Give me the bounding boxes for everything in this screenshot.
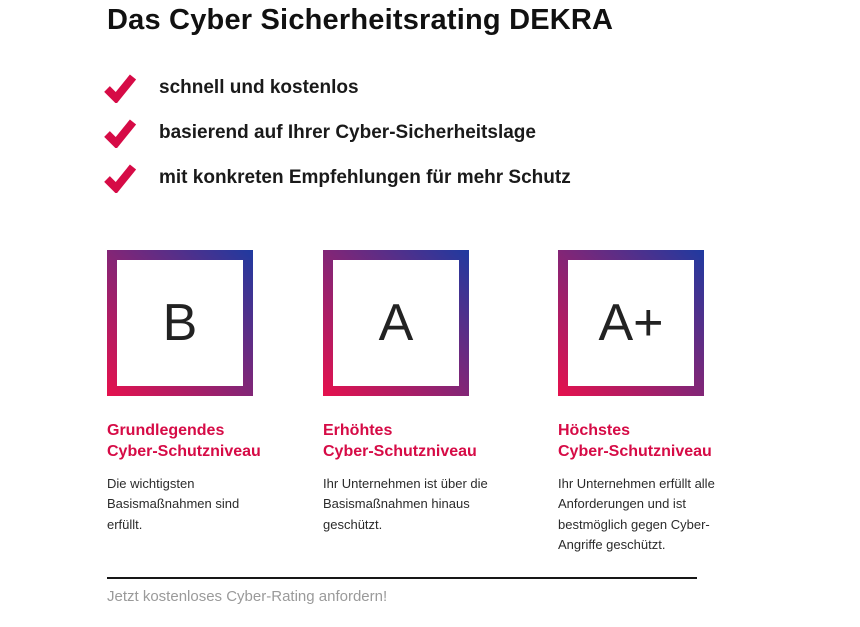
rating-card-label: Grundlegendes Cyber-Schutzniveau [107, 420, 307, 462]
rating-cards-row: B Grundlegendes Cyber-Schutzniveau Die w… [107, 250, 758, 555]
checklist-item-label: mit konkreten Empfehlungen für mehr Schu… [159, 166, 571, 188]
rating-label-line2: Cyber-Schutzniveau [107, 443, 261, 461]
rating-label-line1: Grundlegendes [107, 422, 225, 439]
checkmark-icon [104, 118, 136, 148]
checkmark-icon [104, 163, 136, 193]
rating-card-a-plus: A+ Höchstes Cyber-Schutzniveau Ihr Unter… [558, 250, 758, 555]
rating-card-label: Höchstes Cyber-Schutzniveau [558, 420, 758, 462]
grade-box-inner: A [333, 260, 459, 386]
grade-letter: A+ [598, 294, 664, 352]
checkmark-icon [104, 73, 136, 103]
rating-card-description: Ihr Unternehmen erfüllt alle Anforderung… [558, 476, 715, 552]
benefits-checklist: schnell und kostenlos basierend auf Ihre… [104, 72, 571, 193]
grade-box-inner: B [117, 260, 243, 386]
checklist-item-label: schnell und kostenlos [159, 76, 359, 98]
rating-label-line1: Höchstes [558, 422, 631, 439]
footer-divider [107, 577, 697, 579]
grade-box-gradient-frame: A [323, 250, 469, 396]
grade-letter: B [162, 294, 198, 352]
grade-box-inner: A+ [568, 260, 694, 386]
rating-label-line1: Erhöhtes [323, 422, 393, 439]
checklist-item: basierend auf Ihrer Cyber-Sicherheitslag… [104, 117, 571, 148]
rating-card-a: A Erhöhtes Cyber-Schutzniveau Ihr Untern… [323, 250, 523, 555]
rating-label-line2: Cyber-Schutzniveau [323, 443, 477, 461]
grade-letter: A [378, 294, 414, 352]
rating-card-label: Erhöhtes Cyber-Schutzniveau [323, 420, 523, 462]
checklist-item-label: basierend auf Ihrer Cyber-Sicherheitslag… [159, 121, 536, 143]
rating-card-description: Die wichtigsten Basismaßnahmen sind erfü… [107, 476, 240, 532]
footer-note: Jetzt kostenloses Cyber-Rating anfordern… [107, 588, 388, 605]
checklist-item: schnell und kostenlos [104, 72, 571, 103]
rating-card-b: B Grundlegendes Cyber-Schutzniveau Die w… [107, 250, 307, 555]
grade-box-gradient-frame: B [107, 250, 253, 396]
rating-label-line2: Cyber-Schutzniveau [558, 443, 712, 461]
page-title: Das Cyber Sicherheitsrating DEKRA [107, 4, 614, 36]
rating-card-description: Ihr Unternehmen ist über die Basismaßnah… [323, 476, 488, 532]
checklist-item: mit konkreten Empfehlungen für mehr Schu… [104, 162, 571, 193]
grade-box-gradient-frame: A+ [558, 250, 704, 396]
